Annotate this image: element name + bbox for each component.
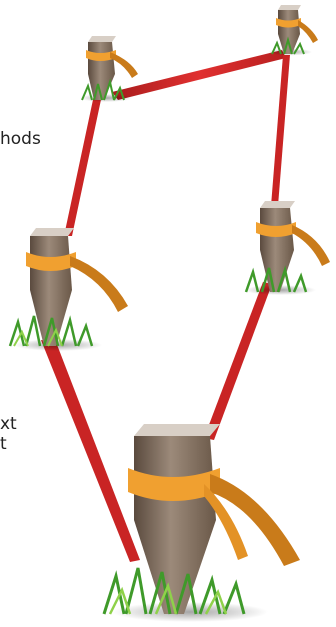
stake-middle-right [244,201,330,295]
rope-segment [112,50,286,100]
rope-segment [41,340,140,562]
rope-segment [271,55,290,206]
rope-segment [204,282,272,440]
stake-middle-left [10,228,128,351]
rope-segment [64,95,102,236]
stake-top-right [268,5,318,56]
stake-bottom-center [104,424,300,622]
